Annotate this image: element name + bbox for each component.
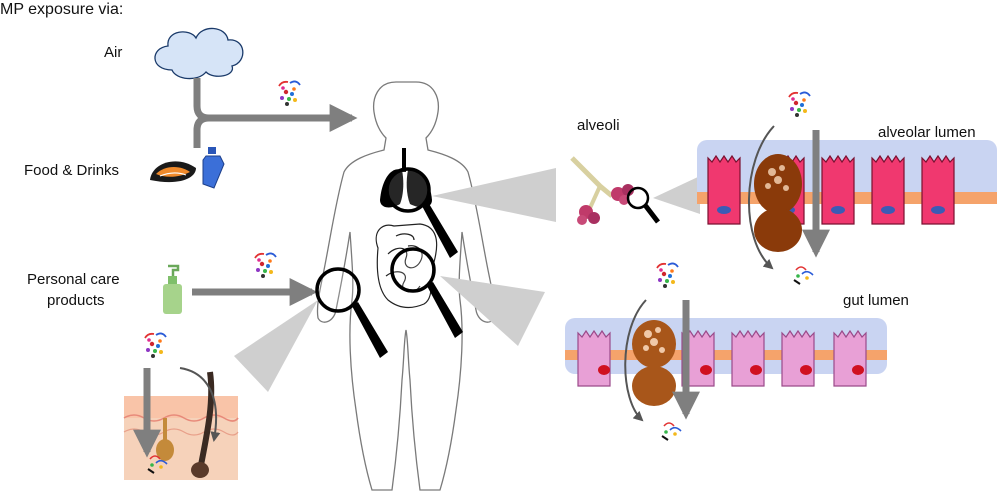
microplastics-icon bbox=[254, 252, 277, 279]
alveolar-macrophage-arrow bbox=[748, 125, 775, 270]
alveoli-magnifier-icon bbox=[626, 186, 660, 224]
gut-macrophage-arrow bbox=[624, 299, 647, 422]
microplastics-icon bbox=[661, 422, 682, 441]
mussel-icon bbox=[150, 161, 196, 183]
microplastics-icon bbox=[788, 91, 811, 118]
zoom-beam bbox=[440, 276, 545, 346]
alveolar-epithelium bbox=[697, 140, 997, 252]
alveolar-lumen-label: alveolar lumen bbox=[878, 124, 976, 141]
zoom-beam bbox=[234, 300, 318, 392]
microplastics-icon bbox=[793, 266, 814, 285]
merge-connector bbox=[193, 78, 358, 148]
bottle-icon bbox=[202, 147, 225, 189]
microplastics-icon bbox=[656, 262, 679, 289]
gut-lumen-label: gut lumen bbox=[843, 292, 909, 309]
alveoli-icon bbox=[570, 156, 634, 225]
personal-care-label-line2: products bbox=[47, 292, 105, 309]
skin-section bbox=[123, 371, 239, 480]
air-label: Air bbox=[104, 44, 123, 61]
alveoli-label: alveoli bbox=[577, 117, 620, 134]
microplastics-icon bbox=[278, 80, 301, 107]
microplastics-icon bbox=[144, 332, 167, 359]
food-drinks-label: Food & Drinks bbox=[24, 162, 120, 179]
cloud-icon bbox=[154, 27, 244, 80]
personal-care-label-line1: Personal care bbox=[27, 271, 120, 288]
zoom-beam bbox=[432, 168, 556, 222]
hair-follicle-arrow bbox=[179, 367, 221, 442]
dispenser-icon bbox=[163, 264, 182, 314]
zoom-beam bbox=[653, 176, 700, 214]
gut-epithelium bbox=[565, 318, 887, 406]
diagram-title: MP exposure via: bbox=[0, 1, 124, 18]
